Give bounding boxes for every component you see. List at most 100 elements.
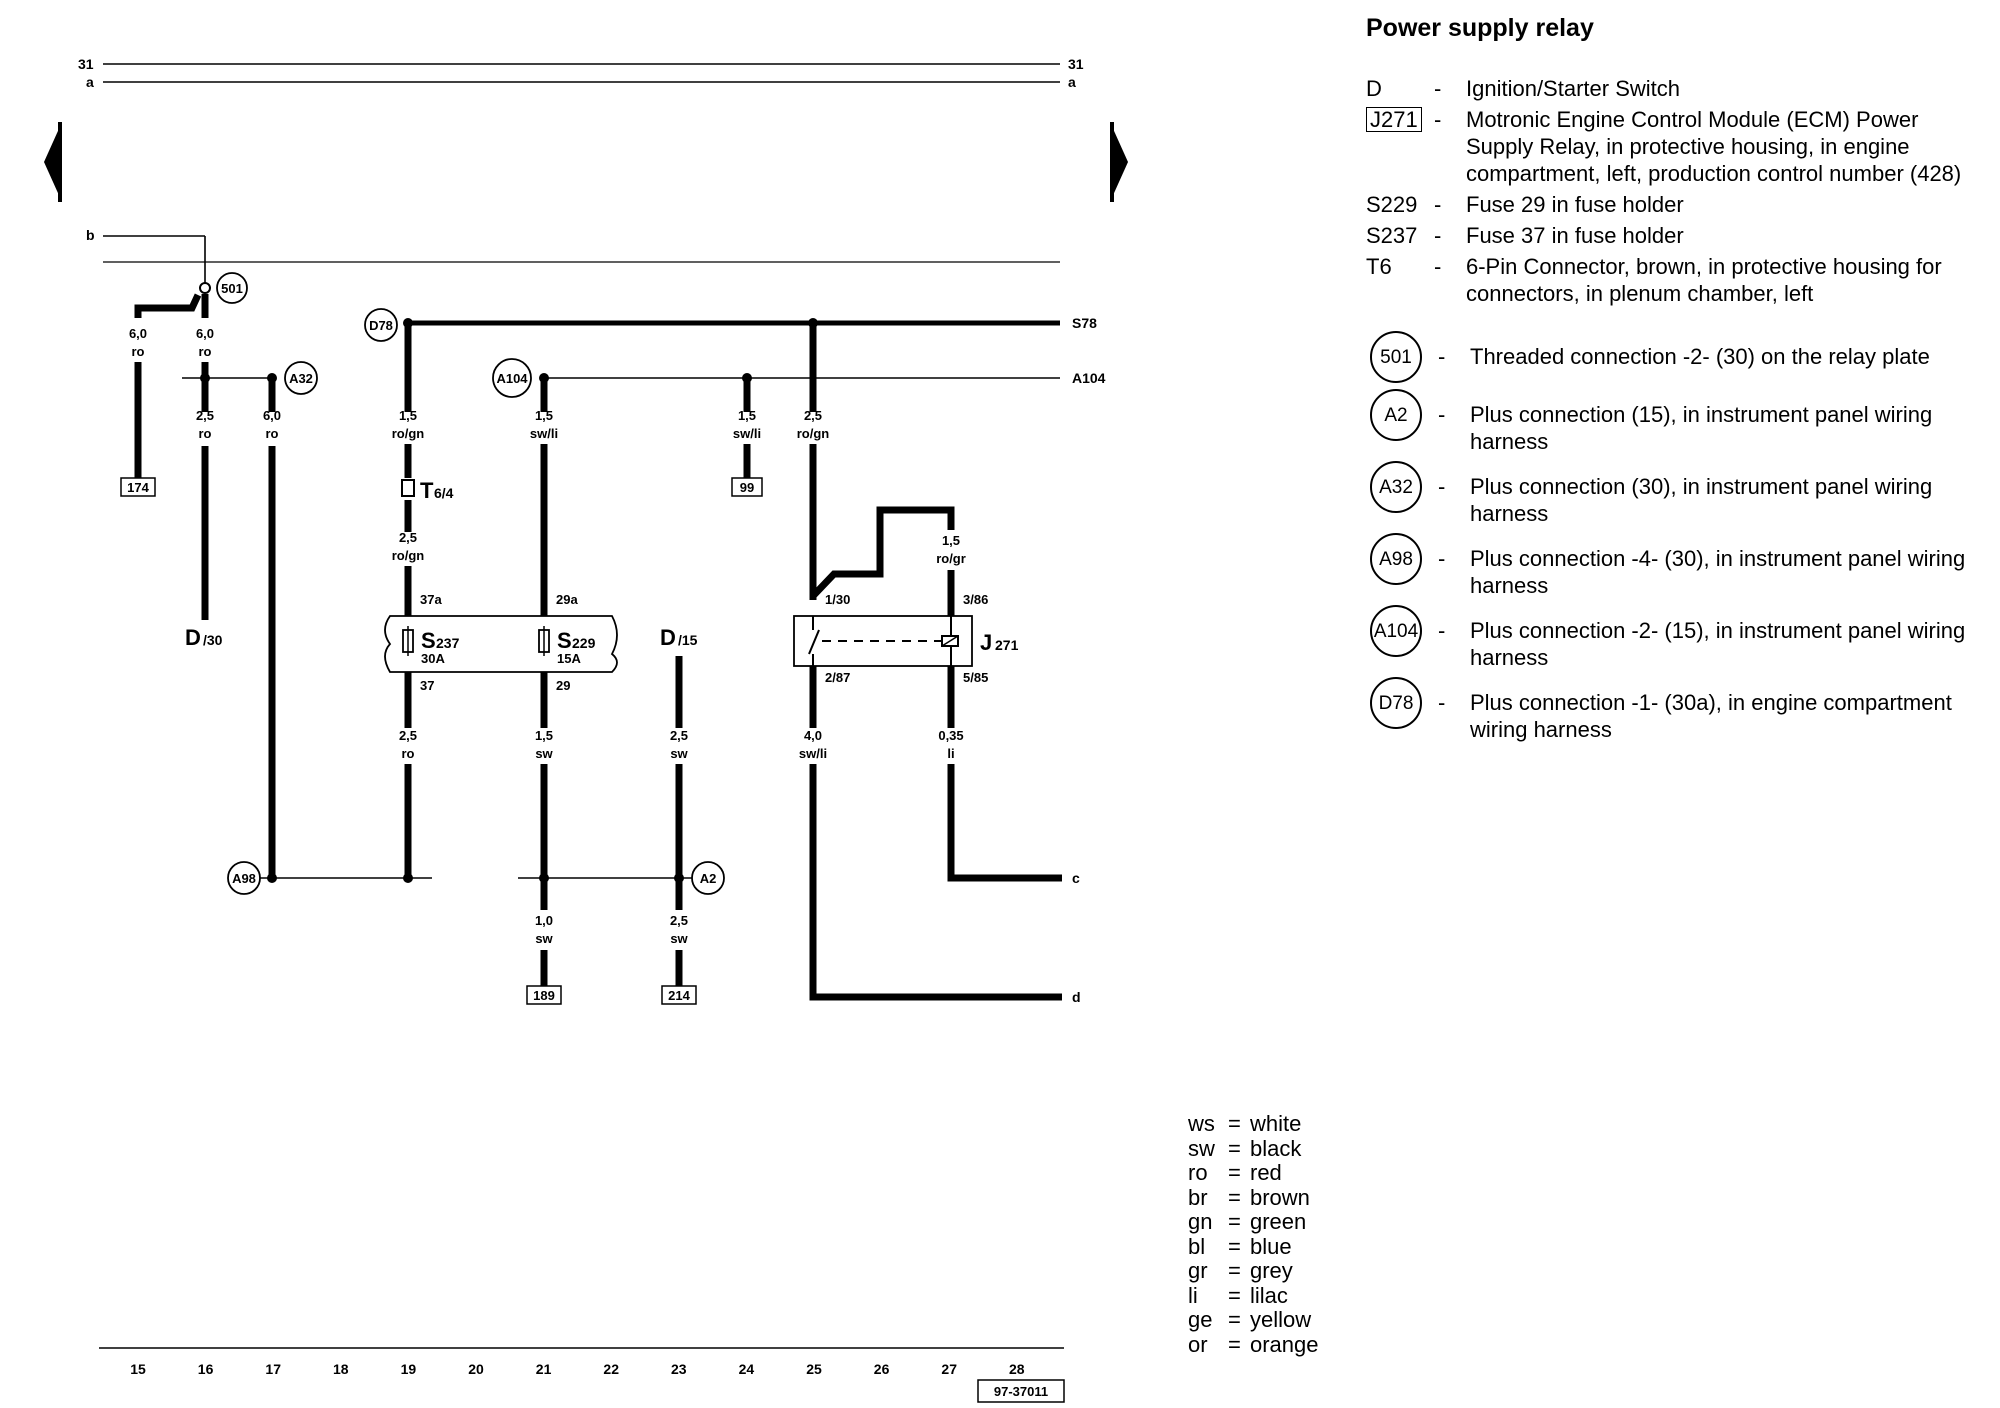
component-code: D [1366,76,1382,101]
junction-501-node [199,282,211,294]
pin-29: 29 [556,678,570,693]
relay-j271-sub: 271 [995,637,1019,653]
connection-desc: Plus connection (30), in instrument pane… [1470,474,1933,526]
relay-j271-label: J [980,630,992,655]
w3-size: 2,5 [196,408,214,423]
fuse-s229-amp: 15A [557,651,581,666]
component-desc: Fuse 29 in fuse holder [1466,192,1684,217]
connection-item: 501-Threaded connection -2- (30) on the … [1366,331,1986,383]
w8-color: sw/li [733,426,761,441]
color-abbr: or [1188,1331,1208,1357]
column-number: 17 [265,1361,281,1377]
equals-sign: = [1228,1160,1241,1185]
fuse-s237-label: S [421,628,436,653]
w11-color: ro [402,746,415,761]
w13-size: 2,5 [670,728,688,743]
box-189 [526,985,562,1005]
switch-d30-label: D [185,625,201,650]
column-number: 19 [401,1361,417,1377]
equals-sign: = [1228,1209,1241,1234]
color-code-row: ro=red [1188,1160,1319,1186]
box-214-label: 214 [668,988,690,1003]
switch-d15-sub: /15 [678,632,698,648]
w2-color: ro [199,344,212,359]
connection-list: 501-Threaded connection -2- (30) on the … [1366,331,1986,743]
component-desc: Fuse 37 in fuse holder [1466,223,1684,248]
fuse-holder [384,615,618,673]
connection-desc: Plus connection -1- (30a), in engine com… [1470,690,1952,742]
prev-page-arrow-bar [58,122,62,202]
fuse-s229-label: S [557,628,572,653]
box-174-label: 174 [127,480,149,495]
connection-circle: A2 [1370,389,1422,441]
fuse-s229-sub: 229 [572,635,596,651]
component-item: T6-6-Pin Connector, brown, in protective… [1366,253,1986,307]
bus-a-label-right: a [1068,74,1076,90]
wire-501-to-174 [134,293,202,318]
color-name: lilac [1250,1282,1288,1308]
bus-a-label-left: a [86,74,94,90]
connection-item: A104-Plus connection -2- (15), in instru… [1366,605,1986,671]
separator: - [1438,690,1446,715]
connection-item: A2-Plus connection (15), in instrument p… [1366,389,1986,455]
w8-size: 1,5 [738,408,756,423]
w17-size: 2,5 [670,913,688,928]
component-desc: Ignition/Starter Switch [1466,76,1680,101]
connection-desc: Plus connection -2- (15), in instrument … [1470,618,1966,670]
color-name: red [1250,1160,1282,1185]
color-code-row: sw=black [1188,1135,1319,1162]
pin-1-30: 1/30 [825,592,850,607]
color-abbr: br [1188,1184,1208,1210]
color-code-row: ge=yellow [1188,1307,1319,1333]
column-number: 16 [198,1361,214,1377]
bus-a: a a [86,74,1076,90]
connection-desc: Plus connection (15), in instrument pane… [1470,402,1933,454]
bus-31-label-right: 31 [1068,56,1084,72]
w5-color: ro/gn [392,426,425,441]
circle-a104 [492,358,532,398]
pin-2-87: 2/87 [825,670,850,685]
bus-31-label-left: 31 [78,56,94,72]
w13-color: sw [670,746,688,761]
prev-page-arrow-icon[interactable] [44,122,62,202]
circle-d78 [364,308,398,342]
circle-501-label: 501 [221,281,243,296]
column-number: 15 [130,1361,146,1377]
color-code-row: or=orange [1188,1331,1319,1358]
wire-relay-loop [810,506,955,599]
wire-to-d [809,764,1062,1001]
w15-size: 0,35 [938,728,963,743]
column-number: 25 [806,1361,822,1377]
color-name: green [1250,1209,1307,1234]
color-code-row: br=brown [1188,1184,1319,1211]
next-page-arrow-icon[interactable] [1110,122,1128,202]
circle-a32-label: A32 [289,371,313,386]
switch-d15-label: D [660,625,676,650]
column-number: 18 [333,1361,349,1377]
equals-sign: = [1228,1282,1241,1308]
color-code-row: ws=white [1188,1111,1319,1137]
component-code: T6 [1366,254,1392,279]
color-name: yellow [1250,1307,1312,1332]
component-item: S229-Fuse 29 in fuse holder [1366,191,1986,218]
color-name: black [1250,1135,1302,1161]
connection-circle: A98 [1370,533,1422,585]
w17-color: sw [670,931,688,946]
equals-sign: = [1228,1184,1241,1210]
color-abbr: ge [1188,1307,1213,1332]
connection-circle: 501 [1370,331,1422,383]
component-item: S237-Fuse 37 in fuse holder [1366,222,1986,249]
bus-b: b [86,227,1060,288]
w9-color: ro/gn [797,426,830,441]
wiring-diagram: 31 31 a a b 501 6,0 ro 6,0 ro 174 A32 2,… [44,56,1128,1403]
connector-t6 [401,479,415,497]
equals-sign: = [1228,1233,1241,1259]
fuse-s237-sub: 237 [436,635,460,651]
equals-sign: = [1228,1135,1241,1161]
connection-desc: Plus connection -4- (30), in instrument … [1470,546,1966,598]
component-code: S237 [1366,223,1418,248]
circle-a32 [284,361,318,395]
column-number: 26 [874,1361,890,1377]
